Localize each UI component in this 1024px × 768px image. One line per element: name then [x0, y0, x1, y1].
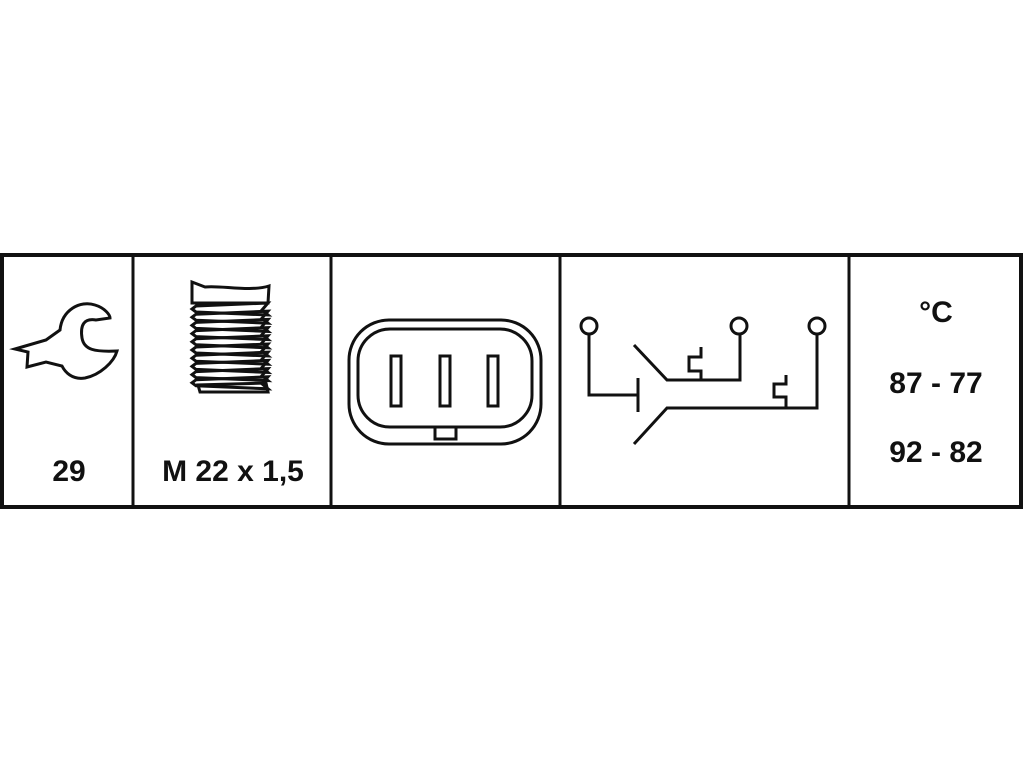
thread-ridge	[189, 366, 273, 383]
temperature-unit: °C	[919, 296, 953, 329]
thread-icon	[189, 279, 273, 394]
temperature-range-2: 92 - 82	[889, 436, 982, 469]
table-border	[0, 253, 1023, 509]
thread-ridge	[189, 309, 273, 325]
dual-thermo-switch-schematic-icon	[579, 316, 827, 446]
wrench-size: 29	[52, 455, 85, 488]
wrench-icon	[9, 302, 119, 380]
thread-ridge	[189, 301, 273, 317]
thread-ridge	[189, 334, 273, 350]
thread-ridge	[189, 358, 273, 375]
thread-ridge	[189, 317, 273, 334]
thread-ridge	[189, 342, 273, 358]
thread-ridge	[189, 325, 273, 342]
thread-ridge	[189, 350, 273, 366]
temperature-range-1: 87 - 77	[889, 367, 982, 400]
thread-spec: M 22 x 1,5	[162, 455, 304, 488]
cell-dividers	[131, 255, 851, 507]
connector-3-pin-icon	[347, 318, 543, 446]
